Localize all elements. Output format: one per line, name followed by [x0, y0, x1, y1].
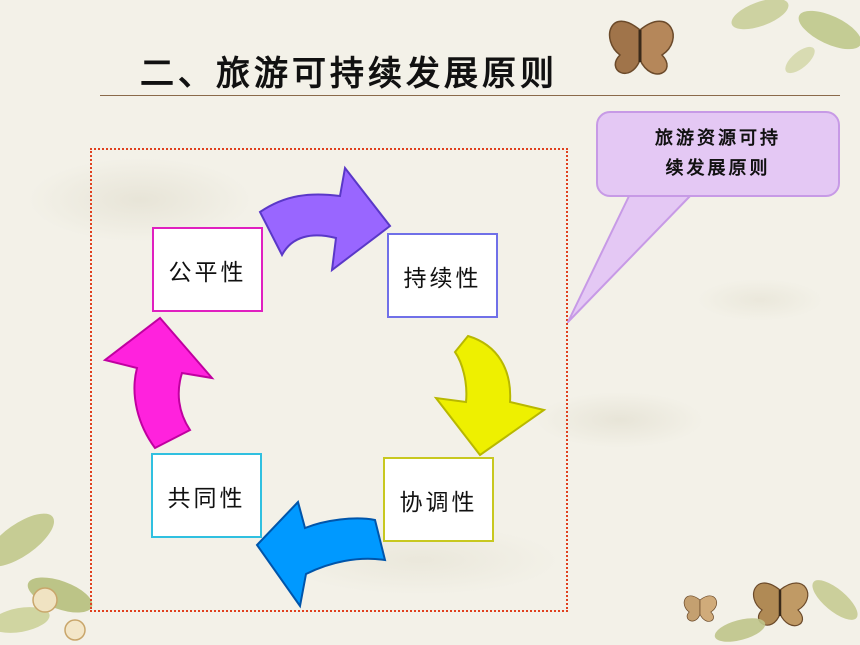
- principle-coordination: 协调性: [383, 457, 494, 542]
- arrow-fair-to-sustainable: [258, 165, 392, 273]
- principle-commonality: 共同性: [151, 453, 262, 538]
- flower-icon: [32, 587, 86, 641]
- principle-fairness-label: 公平性: [168, 259, 247, 286]
- butterfly-icon: [683, 595, 717, 622]
- page-title: 二、旅游可持续发展原则: [140, 54, 558, 94]
- callout-bubble: 旅游资源可持 续发展原则: [596, 111, 840, 197]
- principle-sustainability-label: 持续性: [403, 265, 482, 292]
- diagram-frame: [90, 148, 568, 612]
- principle-commonality-label: 共同性: [167, 485, 246, 512]
- arrow-common-to-fair: [102, 316, 215, 450]
- arrow-sustainable-to-coordinated: [433, 334, 547, 457]
- leaf-icon: [714, 580, 858, 642]
- leaf-icon: [0, 513, 93, 633]
- butterfly-icon: [753, 582, 809, 627]
- principle-sustainability: 持续性: [387, 233, 498, 318]
- title-divider: [100, 95, 840, 96]
- callout-line-1: 旅游资源可持: [655, 128, 781, 149]
- butterfly-icon: [608, 20, 674, 75]
- leaf-icon: [731, 0, 860, 74]
- arrow-coordinated-to-common: [255, 500, 387, 609]
- principle-fairness: 公平性: [152, 227, 263, 312]
- callout-line-2: 续发展原则: [665, 158, 771, 179]
- principle-coordination-label: 协调性: [399, 489, 478, 516]
